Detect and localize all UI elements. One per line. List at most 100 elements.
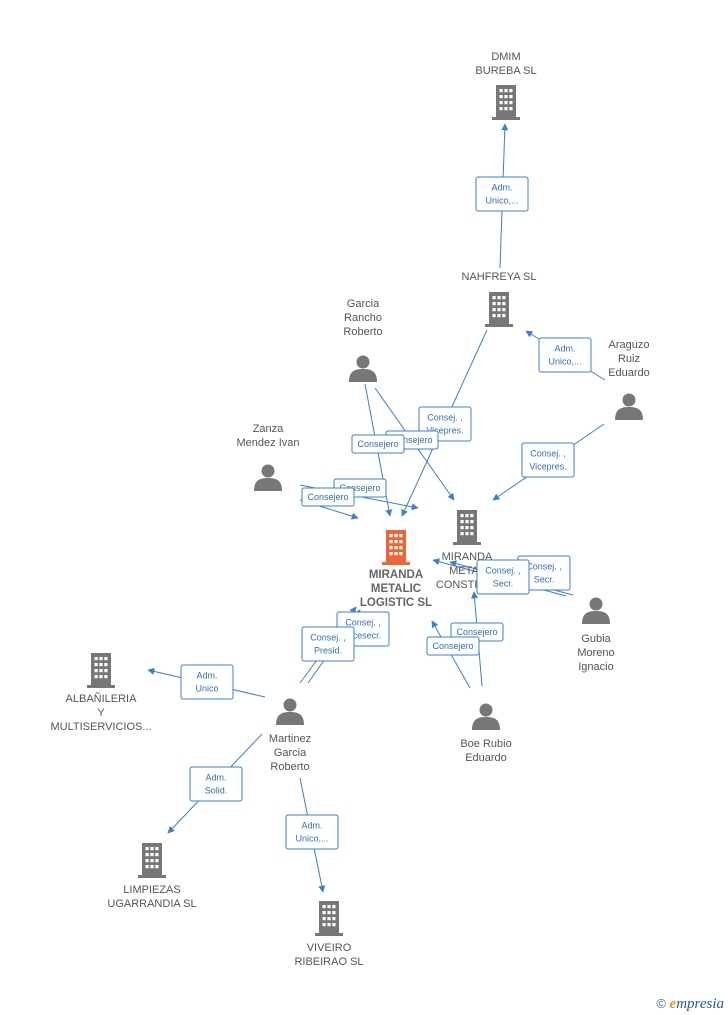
edge-label-text: Unico <box>195 684 218 694</box>
person-icon <box>582 597 610 624</box>
person-icon <box>349 355 377 382</box>
edge-label-box <box>351 434 405 454</box>
node-label: NAHFREYA SL <box>462 271 537 283</box>
node-label: LOGISTIC SL <box>360 597 432 609</box>
edge-label-garcia_rancho-to-miranda_logistic[interactable]: Consejero <box>351 434 405 454</box>
edge-label-martinez-to-albanileria[interactable]: Adm. Unico <box>180 664 234 700</box>
person-icon <box>472 703 500 730</box>
node-albanileria[interactable]: ALBAÑILERIAYMULTISERVICIOS... <box>50 653 152 733</box>
node-label: Araguzo <box>609 339 650 351</box>
person-icon <box>615 393 643 420</box>
node-dmim[interactable]: DMIM BUREBA SL <box>475 51 537 120</box>
node-label: Mendez Ivan <box>237 437 300 449</box>
building-icon <box>138 843 166 878</box>
node-label: UGARRANDIA SL <box>107 898 196 910</box>
node-label: Gubia <box>581 633 611 645</box>
node-label: Roberto <box>343 326 382 338</box>
node-label: Zanza <box>253 423 284 435</box>
footer-brand: © empresia <box>656 996 724 1013</box>
edge-label-text: Adm. <box>205 773 226 783</box>
edge-label-box <box>285 814 339 850</box>
edge-label-text: Unico,... <box>295 834 328 844</box>
edge-label-araguzo-to-nahfreya[interactable]: Adm. Unico,... <box>538 337 592 373</box>
edge-label-text: Consejero <box>391 435 432 445</box>
edge-label-text: Adm. <box>196 671 217 681</box>
node-label: RIBEIRAO SL <box>294 956 363 968</box>
edge-label-text: Vicepres. <box>529 462 566 472</box>
edge-label-box <box>301 626 355 662</box>
edge-label-box <box>180 664 234 700</box>
edge-label-text: Unico,... <box>485 196 518 206</box>
node-label: Eduardo <box>465 752 507 764</box>
edge-label-martinez-to-miranda_logistic[interactable]: Consej. , Presid. <box>301 626 355 662</box>
node-label: MULTISERVICIOS... <box>50 721 151 733</box>
edge-label-box <box>189 766 243 802</box>
node-viveiro[interactable]: VIVEIRO RIBEIRAO SL <box>294 901 364 968</box>
node-label: Boe Rubio <box>460 738 511 750</box>
edge-label-martinez-to-limpiezas[interactable]: Adm. Solid. <box>189 766 243 802</box>
building-icon <box>315 901 343 936</box>
edge-label-text: Solid. <box>205 786 228 796</box>
edge-label-text: Secr. <box>493 579 514 589</box>
edge-label-text: Vicepres. <box>426 426 463 436</box>
copyright-icon: © <box>656 996 666 1011</box>
edge-label-text: Adm. <box>554 344 575 354</box>
edge-label-text: Presid. <box>314 646 342 656</box>
edge-label-nahfreya-to-dmim[interactable]: Adm. Unico,... <box>475 176 529 212</box>
building-icon <box>382 530 410 565</box>
edge-label-box <box>476 559 530 595</box>
node-label: DMIM <box>491 51 520 63</box>
node-label: VIVEIRO <box>307 942 352 954</box>
edge-label-text: Consej. , <box>530 449 566 459</box>
edge-label-araguzo-to-miranda_construc[interactable]: Consej. , Vicepres. <box>521 442 575 478</box>
node-label: Martinez <box>269 733 311 745</box>
node-label: METAL <box>449 565 485 577</box>
node-label: Eduardo <box>608 367 650 379</box>
nodes-layer: DMIM BUREBA SL NAHFREYA SL GarciaRanchoRobe… <box>50 51 649 968</box>
edge-label-boe-to-miranda_logistic[interactable]: Consejero <box>426 636 480 656</box>
edge-label-text: Adm. <box>491 183 512 193</box>
edge-label-box <box>426 636 480 656</box>
node-label: Ruiz <box>618 353 640 365</box>
edge-label-gubia-to-miranda_logistic[interactable]: Consej. , Secr. <box>476 559 530 595</box>
edge-label-text: Secr. <box>534 575 555 585</box>
person-icon <box>276 698 304 725</box>
edge-label-text: Consejero <box>307 492 348 502</box>
node-label: LIMPIEZAS <box>123 884 180 896</box>
node-nahfreya[interactable]: NAHFREYA SL <box>462 271 537 327</box>
edge-label-text: Consej. , <box>427 413 463 423</box>
edge-label-text: Consej. , <box>345 618 381 628</box>
edge-label-text: Consejero <box>432 641 473 651</box>
node-label: Garcia <box>274 747 307 759</box>
edge-label-text: Vicesecr. <box>345 631 381 641</box>
edge-label-text: Adm. <box>301 821 322 831</box>
node-label: Y <box>97 707 105 719</box>
node-limpiezas[interactable]: LIMPIEZAS UGARRANDIA SL <box>107 843 197 910</box>
building-icon <box>87 653 115 688</box>
edge-label-box <box>475 176 529 212</box>
person-icon <box>254 464 282 491</box>
edge-label-box <box>301 487 355 507</box>
node-label: Roberto <box>270 761 309 773</box>
edge-label-box <box>538 337 592 373</box>
node-label: MIRANDA <box>369 569 423 581</box>
building-icon <box>453 510 481 545</box>
edge-label-text: Consej. , <box>485 566 521 576</box>
edge-label-zanza-to-miranda_logistic[interactable]: Consejero <box>301 487 355 507</box>
node-label: Garcia <box>347 298 380 310</box>
node-label: BUREBA SL <box>475 65 536 77</box>
edge-label-box <box>521 442 575 478</box>
edge-labels-layer: Adm. Unico,... Adm. Unico,... Consej. , Vicep… <box>180 176 592 850</box>
brand-logo[interactable]: empresia <box>669 996 724 1012</box>
edge-label-martinez-to-viveiro[interactable]: Adm. Unico,... <box>285 814 339 850</box>
edge-label-text: Unico,... <box>548 357 581 367</box>
edge-label-text: Consej. , <box>310 633 346 643</box>
